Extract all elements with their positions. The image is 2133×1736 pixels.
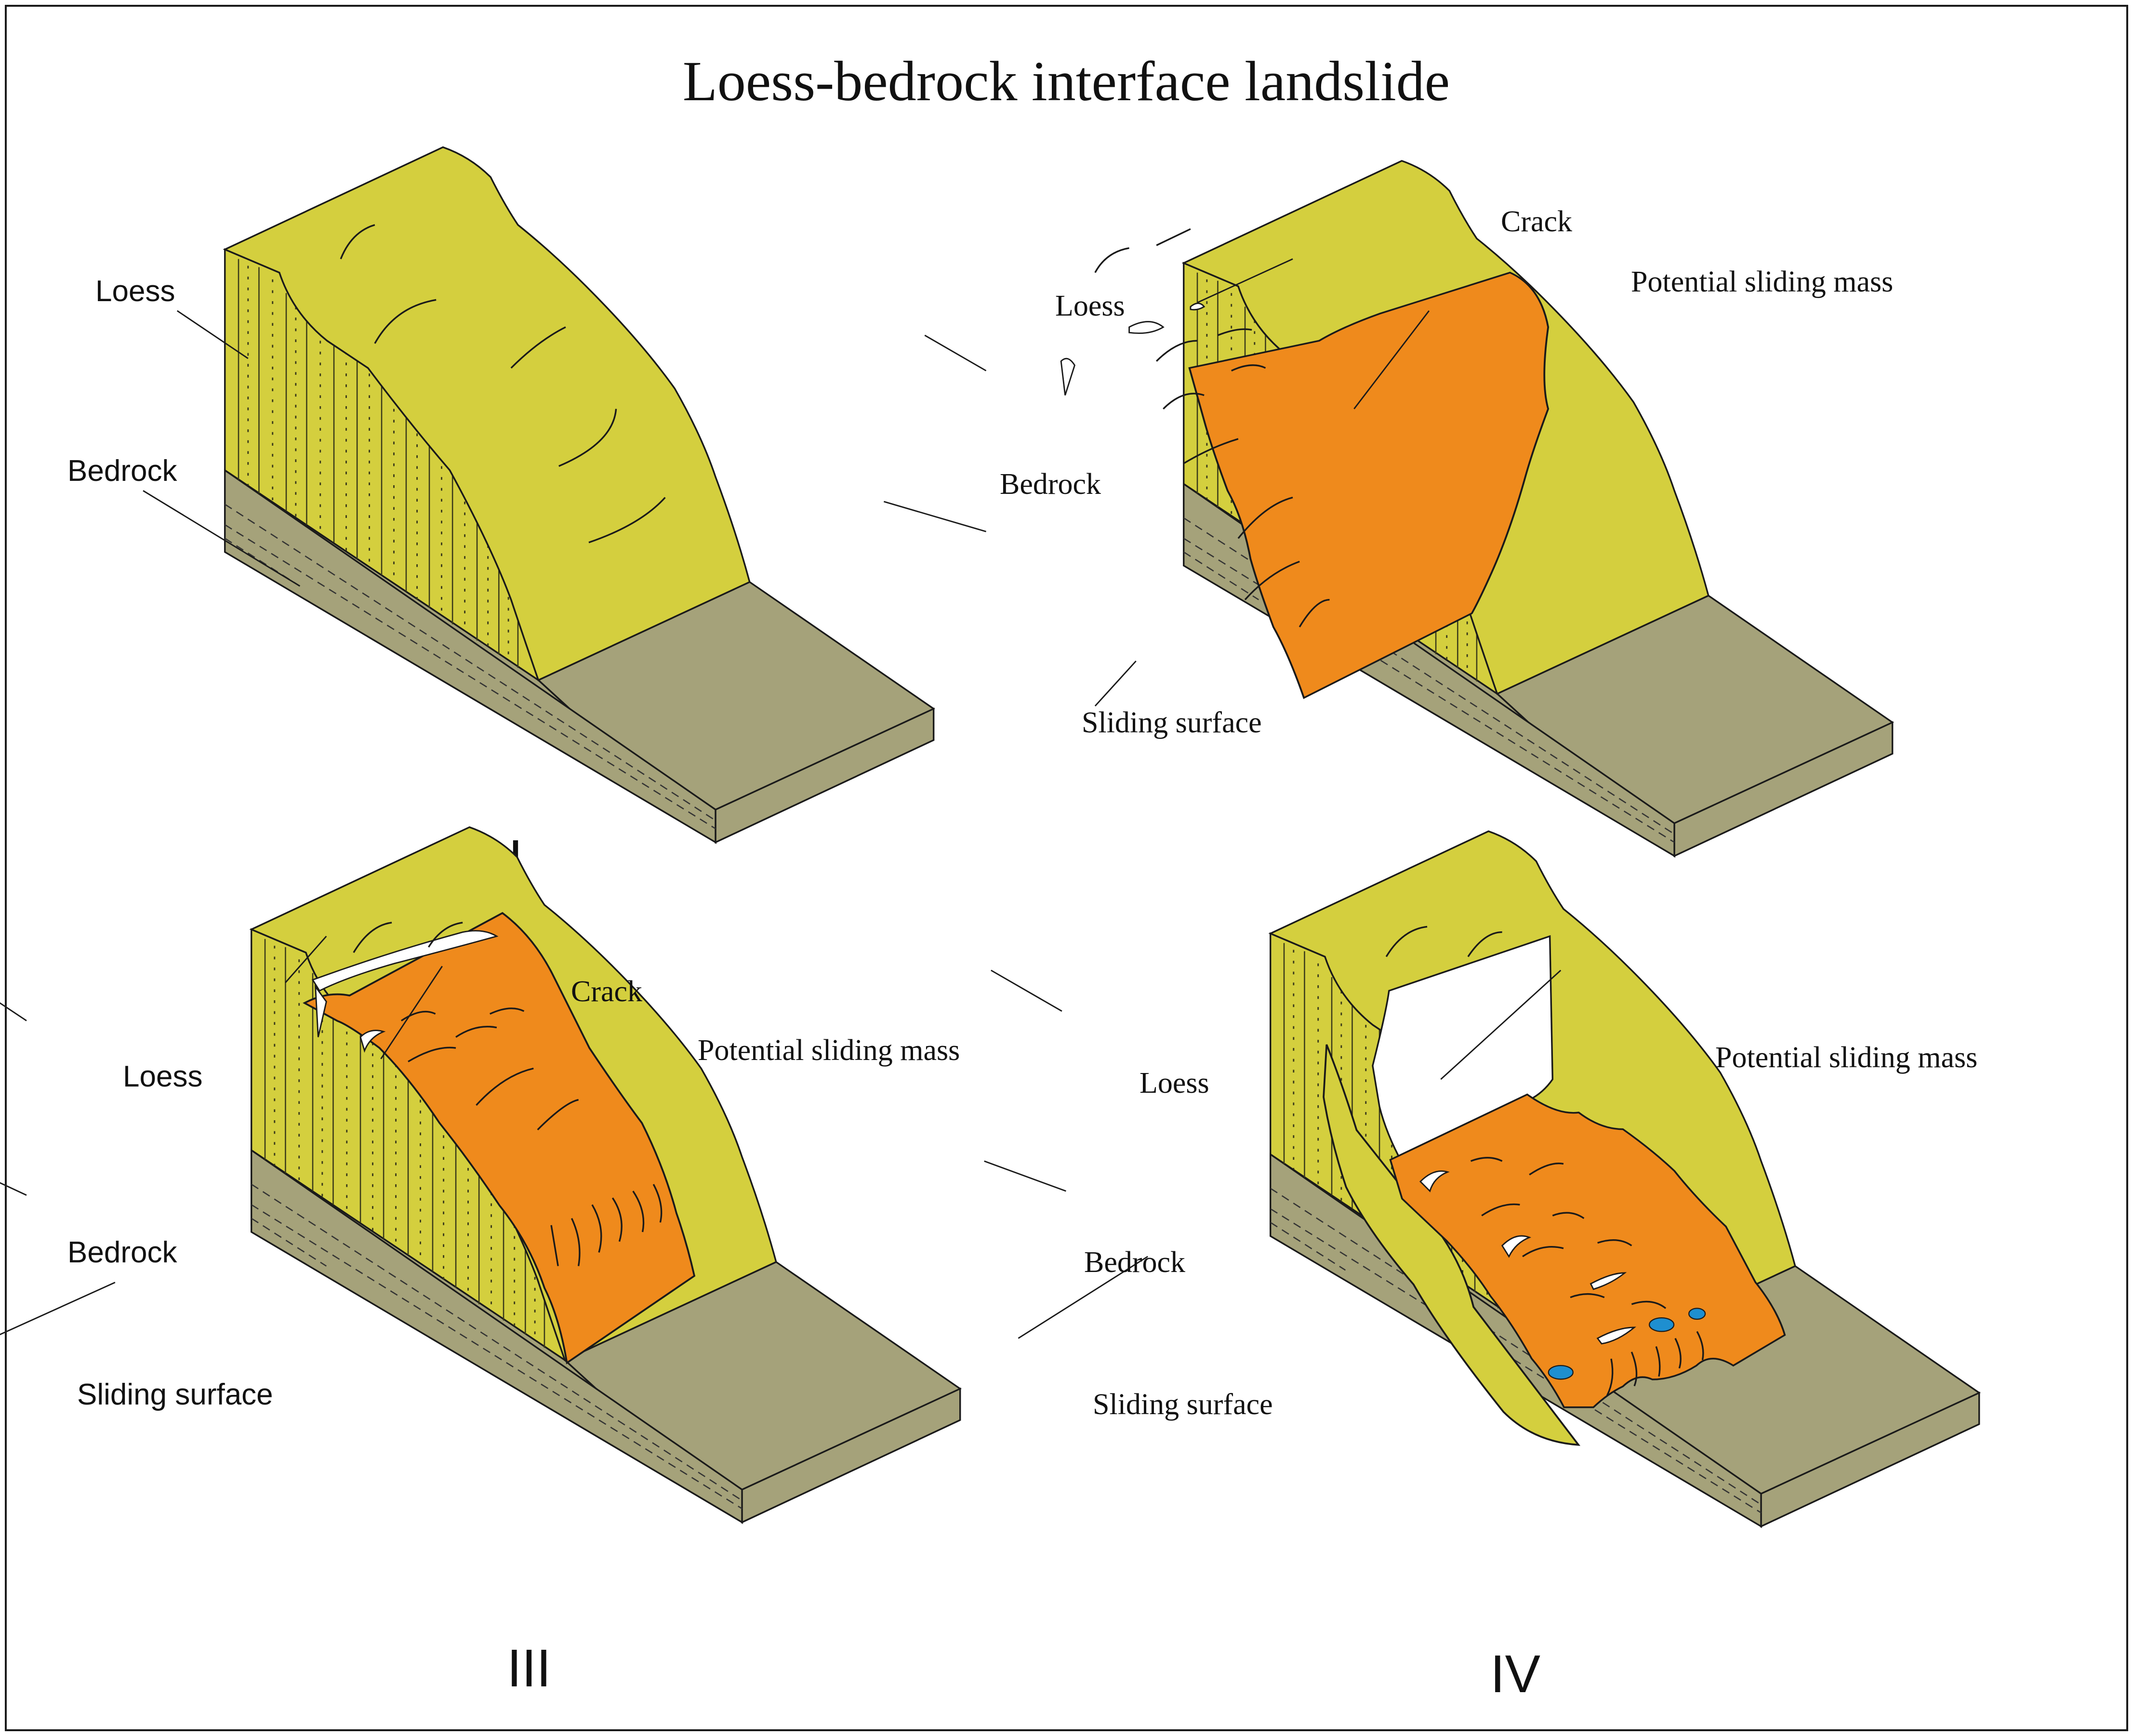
panel-3-surface-curves xyxy=(353,922,662,1266)
panel-1-bedrock-label: Bedrock xyxy=(67,454,177,488)
panel-4-mass-label: Potential sliding mass xyxy=(1715,1041,1977,1074)
panel-3-crack xyxy=(311,930,499,992)
panel-2-leaders xyxy=(884,258,1430,707)
panel-1-surface-curves xyxy=(340,224,666,543)
panel-3 xyxy=(0,826,961,1524)
panel-3-numeral: III xyxy=(507,1639,551,1698)
panel-4-surface-curves xyxy=(1385,926,1704,1396)
panel-4-numeral: IV xyxy=(1490,1644,1540,1704)
panel-4-loess-label: Loess xyxy=(1139,1067,1209,1100)
panel-3-bedrock-label: Bedrock xyxy=(67,1236,177,1269)
panel-2-bedrock-label: Bedrock xyxy=(1000,468,1101,501)
panel-4-leaders xyxy=(984,969,1562,1339)
panel-2-crack-label: Crack xyxy=(1501,205,1572,238)
diagram-title: Loess-bedrock interface landslide xyxy=(683,50,1450,113)
panel-3-leaders xyxy=(0,936,443,1336)
panel-4-sliding-mass xyxy=(1389,1093,1786,1408)
panel-4-water xyxy=(1548,1308,1706,1380)
panel-1 xyxy=(143,146,935,843)
panel-1-leaders xyxy=(143,310,301,587)
panel-1-loess-label: Loess xyxy=(95,275,175,308)
panel-3-crack-label: Crack xyxy=(571,975,642,1008)
panel-2-loess-label: Loess xyxy=(1055,290,1125,322)
panel-2-crack xyxy=(1128,321,1165,334)
panel-3-mass-label: Potential sliding mass xyxy=(698,1034,960,1067)
panel-4-bedrock-label: Bedrock xyxy=(1084,1246,1185,1279)
panel-2 xyxy=(884,160,1894,857)
panel-3-sliding-mass xyxy=(303,912,696,1365)
panel-3-surface-label: Sliding surface xyxy=(77,1378,273,1411)
panel-2-surface-label: Sliding surface xyxy=(1082,706,1262,739)
panel-4 xyxy=(984,830,1980,1527)
panel-4-cracks xyxy=(1419,1170,1636,1345)
panel-2-sliding-mass xyxy=(1188,271,1550,699)
panel-2-surface-curves xyxy=(1094,228,1330,628)
panel-2-mass-label: Potential sliding mass xyxy=(1631,265,1893,298)
panel-3-loess-label: Loess xyxy=(123,1060,202,1093)
panel-4-surface-label: Sliding surface xyxy=(1093,1388,1273,1421)
